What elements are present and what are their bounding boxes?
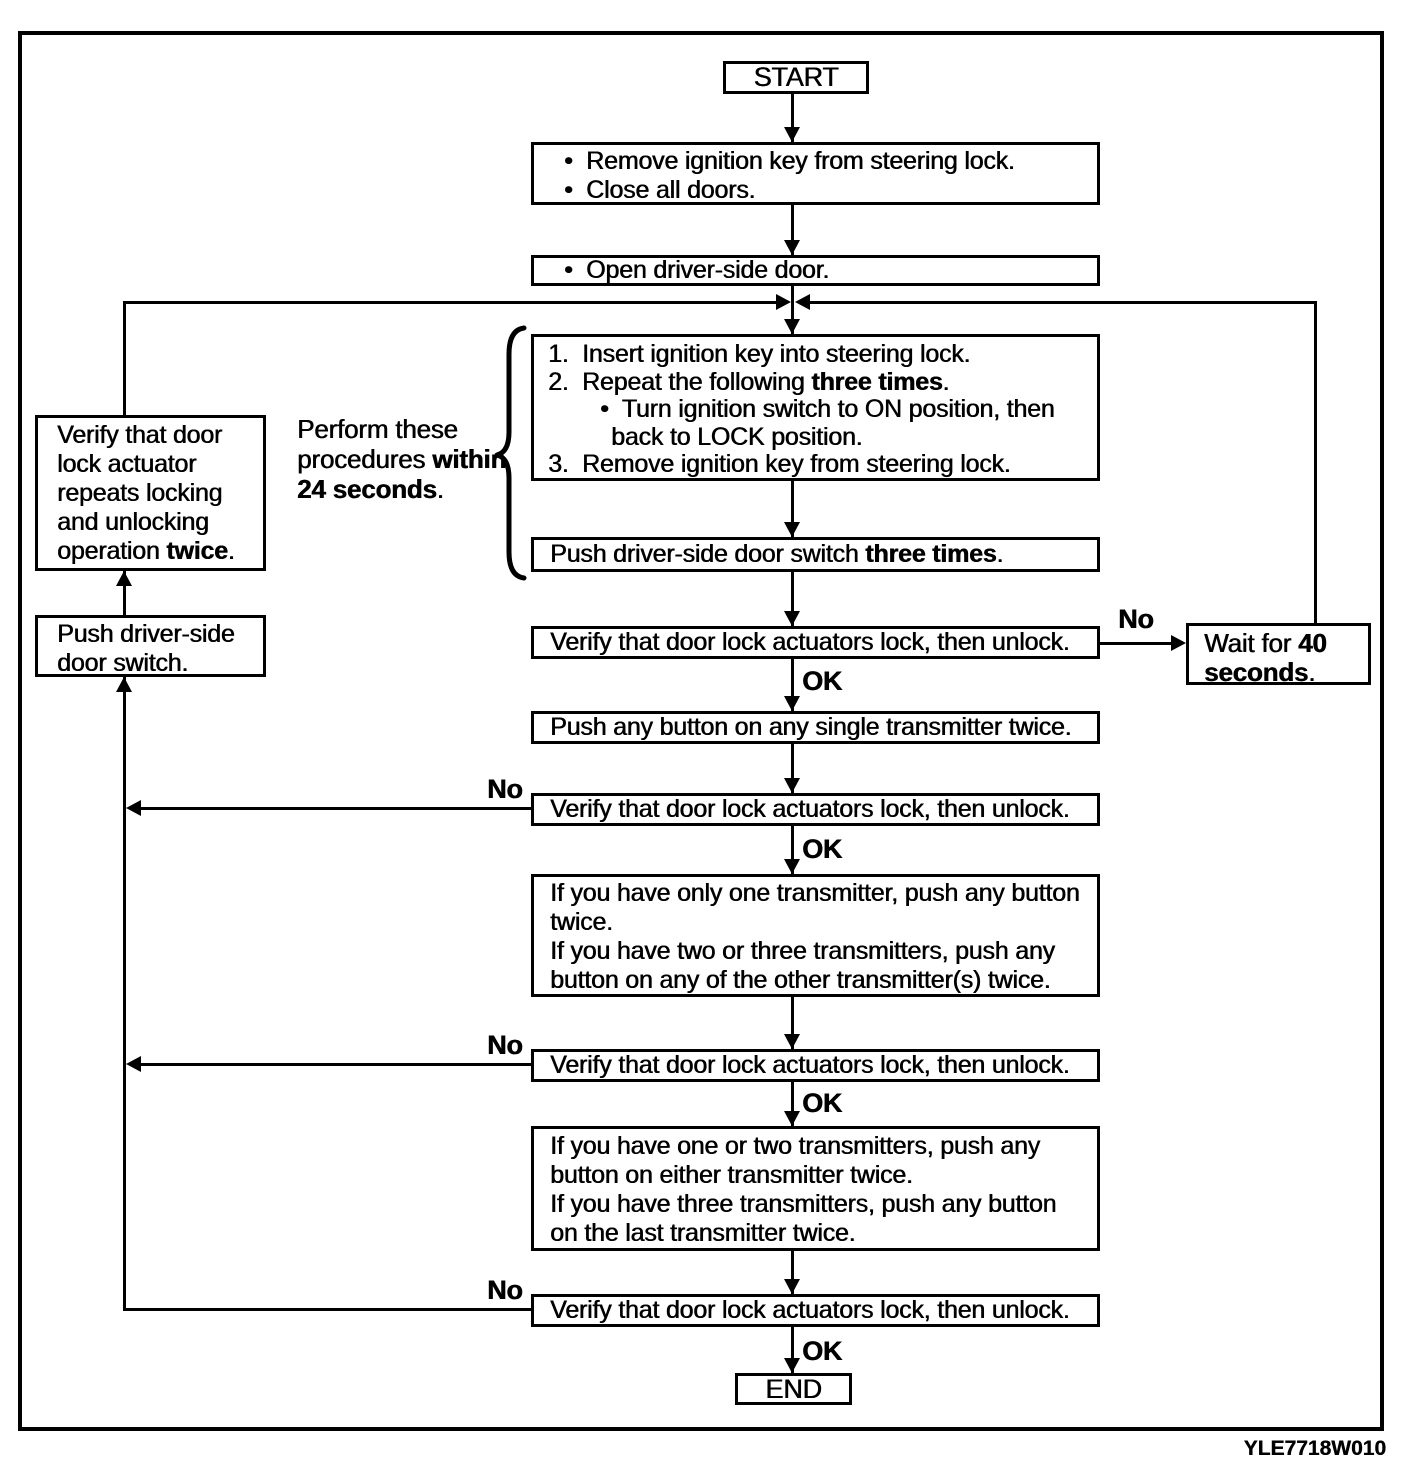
label-no: No <box>487 774 523 804</box>
node-verify-actuators-2: Verify that door lock actuators lock, th… <box>531 793 1100 826</box>
node-push-any-button: Push any button on any single transmitte… <box>531 711 1100 744</box>
flow-line <box>791 826 794 874</box>
flow-line <box>791 1327 794 1373</box>
flow-line <box>791 744 794 793</box>
node-verify-actuators-4: Verify that door lock actuators lock, th… <box>531 1294 1100 1327</box>
flow-line <box>123 571 126 615</box>
no-branch-line <box>1100 642 1172 645</box>
node-end: END <box>735 1373 852 1405</box>
node-push-switch-three-times: Push driver-side door switch three times… <box>531 537 1100 572</box>
wait-return-line <box>809 301 1317 304</box>
node-verify-actuators-1: Verify that door lock actuators lock, th… <box>531 626 1100 659</box>
label-ok: OK <box>802 834 843 864</box>
no-branch-line <box>140 807 531 810</box>
node-if-one-or-two-transmitters: If you have one or two transmitters, pus… <box>531 1126 1100 1251</box>
arrow-down-icon <box>784 522 800 537</box>
flow-line <box>791 1082 794 1126</box>
node-verify-actuators-3: Verify that door lock actuators lock, th… <box>531 1049 1100 1082</box>
node-remove-key: • Remove ignition key from steering lock… <box>531 142 1100 205</box>
arrow-down-icon <box>784 240 800 255</box>
label-ok: OK <box>802 666 843 696</box>
arrow-down-icon <box>784 1034 800 1049</box>
no-branch-line <box>123 1308 531 1311</box>
flow-line <box>791 659 794 711</box>
arrow-down-icon <box>784 859 800 874</box>
flow-line <box>791 1251 794 1294</box>
retry-return-line <box>123 301 126 415</box>
label-no: No <box>487 1275 523 1305</box>
arrow-down-icon <box>784 611 800 626</box>
flow-line <box>791 997 794 1049</box>
arrow-down-icon <box>784 319 800 334</box>
arrow-right-icon <box>1171 635 1186 651</box>
arrow-down-icon <box>784 1279 800 1294</box>
retry-return-line <box>123 301 777 304</box>
arrow-down-icon <box>784 1358 800 1373</box>
arrow-left-icon <box>795 294 810 310</box>
node-if-one-transmitter: If you have only one transmitter, push a… <box>531 874 1100 997</box>
label-ok: OK <box>802 1336 843 1366</box>
flow-line <box>791 481 794 537</box>
arrow-down-icon <box>784 778 800 793</box>
flow-line <box>791 286 794 334</box>
arrow-left-icon <box>126 800 141 816</box>
label-no: No <box>1118 604 1154 634</box>
arrow-down-icon <box>784 127 800 142</box>
flow-line <box>791 572 794 626</box>
flow-line <box>791 205 794 255</box>
arrow-down-icon <box>784 696 800 711</box>
arrow-up-icon <box>116 677 132 692</box>
node-insert-key: 1. Insert ignition key into steering loc… <box>531 334 1100 481</box>
arrow-up-icon <box>116 571 132 586</box>
label-no: No <box>487 1030 523 1060</box>
arrow-right-icon <box>776 294 791 310</box>
wait-return-line <box>1314 301 1317 623</box>
node-open-door: • Open driver-side door. <box>531 255 1100 286</box>
no-return-line <box>123 677 126 1310</box>
figure-code: YLE7718W010 <box>1243 1437 1386 1460</box>
diagram-border <box>18 31 1384 1431</box>
no-branch-line <box>140 1063 531 1066</box>
arrow-left-icon <box>126 1056 141 1072</box>
flow-line <box>791 94 794 142</box>
curly-brace-icon <box>494 325 527 581</box>
label-ok: OK <box>802 1088 843 1118</box>
arrow-down-icon <box>784 1111 800 1126</box>
node-start: START <box>723 61 869 94</box>
